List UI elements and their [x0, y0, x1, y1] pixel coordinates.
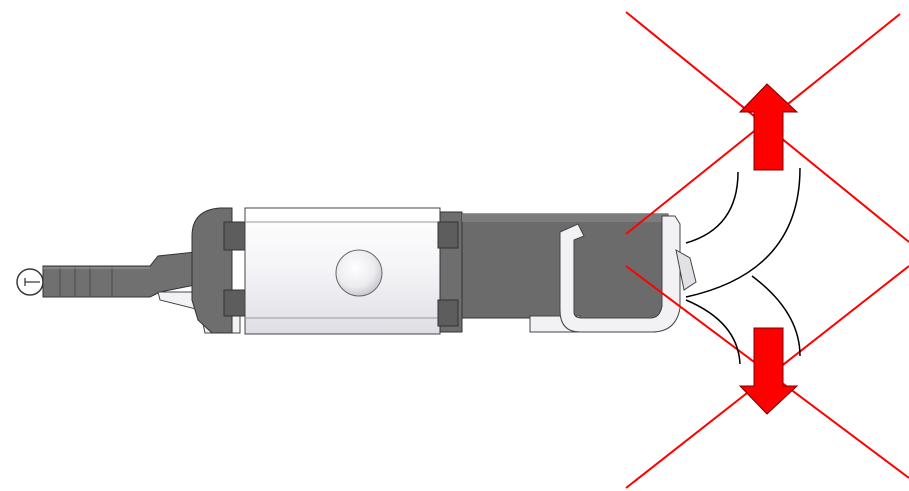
contact-tabs: [675, 249, 697, 291]
left-collar-shape: [191, 207, 233, 334]
housing-top-band: [462, 214, 668, 222]
sleeve-button: [335, 249, 383, 297]
center-sleeve: [244, 207, 441, 335]
spring-clip: [559, 215, 681, 333]
sleeve-edge-lines: [245, 221, 440, 319]
connector-shaft: [16, 251, 196, 298]
flow-curve-outer-bottom: [751, 275, 801, 357]
flow-curve-inner-bottom: [685, 299, 741, 365]
arrow-up-icon: [738, 83, 799, 171]
right-collar: [437, 211, 463, 333]
flow-curve-inner-top: [685, 171, 739, 244]
shaft-body: [42, 251, 196, 298]
shaft-tip-slot: [24, 278, 40, 286]
left-collar: [191, 207, 247, 334]
arrow-down-icon: [738, 327, 799, 415]
shaft-grooves: [59, 266, 113, 297]
right-housing: [461, 213, 697, 333]
left-collar-notch-top: [223, 221, 247, 251]
left-collar-notch-bottom: [223, 289, 247, 317]
right-collar-notch-top: [437, 221, 459, 249]
right-collar-notch-bottom: [437, 299, 459, 327]
flow-curves: [685, 167, 801, 365]
flow-curve-outer-top: [685, 167, 801, 298]
